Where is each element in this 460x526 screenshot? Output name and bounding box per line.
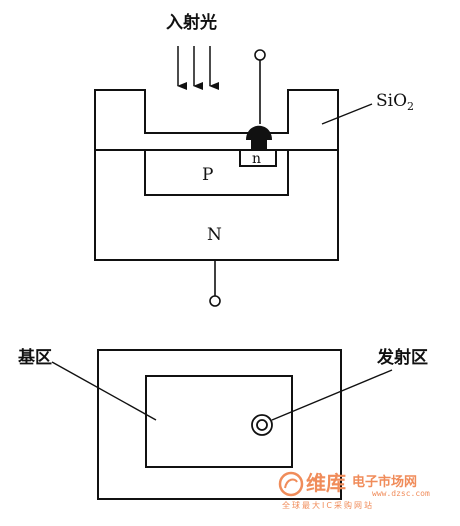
watermark-tagline-sub: 全球最大IC采购网站 [282, 500, 374, 510]
n-emitter-label: n [252, 151, 261, 167]
emitter-outer-ring [251, 414, 273, 436]
watermark-brand: 维库 [306, 471, 346, 495]
watermark-logo-icon [278, 471, 304, 497]
incident-light-label: 入射光 [166, 12, 217, 33]
sio2-leader [321, 103, 373, 125]
sio2-label: SiO2 [376, 91, 414, 113]
watermark-logo-mark [284, 478, 298, 489]
watermark-url: www.dzsc.com [372, 489, 430, 498]
p-region [144, 150, 289, 196]
emitter-label: 发射区 [376, 347, 428, 368]
emitter-inner-ring [256, 419, 268, 431]
collector-terminal [209, 295, 221, 307]
emitter-contact-stem [251, 138, 267, 150]
emitter-leader [271, 369, 393, 421]
base-region-outline [145, 375, 293, 468]
watermark-tagline-main: 电子市场网 [352, 474, 417, 490]
base-leader [51, 361, 157, 421]
top-view [97, 349, 342, 500]
p-region-label: P [202, 165, 213, 185]
emitter-contact [246, 125, 272, 140]
n-region-label: N [207, 225, 222, 245]
n-substrate [94, 149, 339, 261]
watermark: 维库 电子市场网 www.dzsc.com 全球最大IC采购网站 [278, 471, 430, 510]
cross-section [94, 89, 339, 261]
emitter-terminal [254, 49, 266, 61]
sio2-layer [94, 89, 339, 150]
outer-die [97, 349, 342, 500]
base-label: 基区 [17, 347, 52, 368]
light-arrows [177, 46, 219, 90]
